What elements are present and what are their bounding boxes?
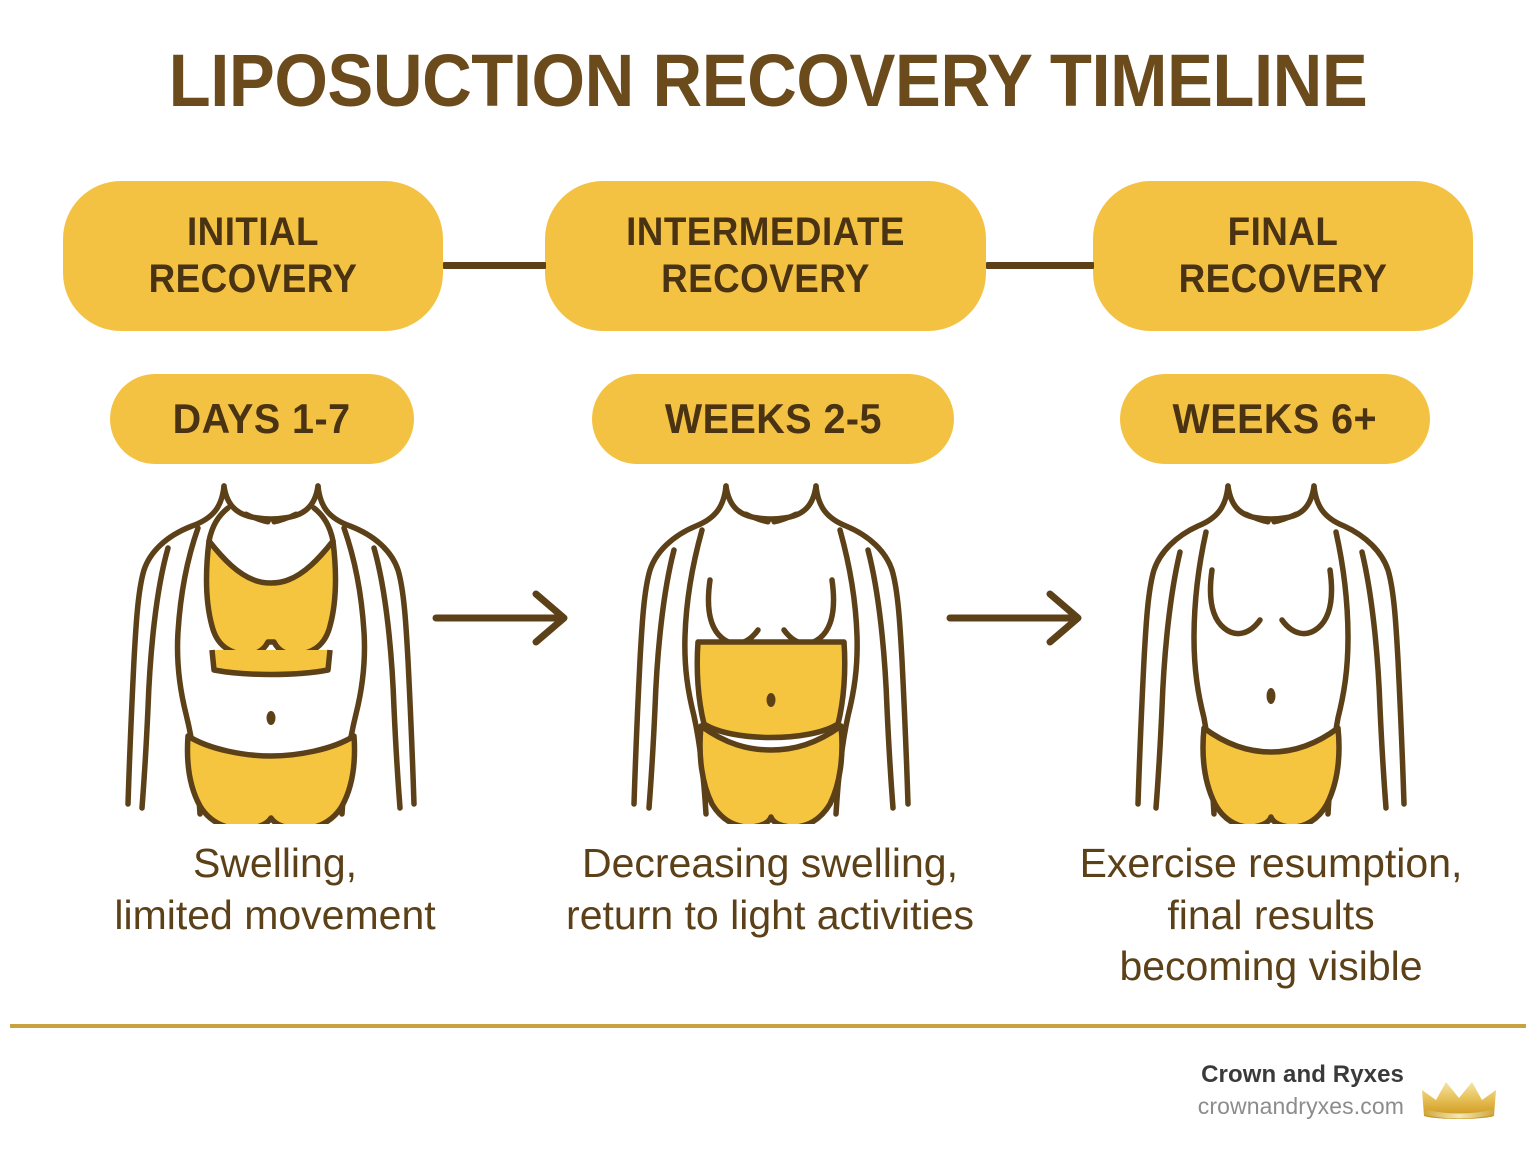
abdominal-compression-garment bbox=[694, 639, 848, 741]
duration-label-weeks-2-5: WEEKS 2-5 bbox=[664, 395, 882, 442]
crown-icon bbox=[1420, 1076, 1498, 1124]
compression-briefs-garment bbox=[184, 733, 358, 824]
female-torso-sports-bra-and-briefs-icon bbox=[106, 474, 436, 824]
phase-label-initial-recovery: INITIAL RECOVERY bbox=[148, 209, 358, 301]
female-torso-briefs-only-icon bbox=[1106, 474, 1436, 824]
duration-label-days-1-7: DAYS 1-7 bbox=[173, 395, 351, 442]
phase-label-intermediate-recovery: INTERMEDIATE RECOVERY bbox=[626, 209, 905, 301]
stage-caption-final-recovery: Exercise resumption, final results becom… bbox=[1079, 840, 1463, 990]
phase-label-final-recovery: FINAL RECOVERY bbox=[1178, 209, 1388, 301]
footer-divider bbox=[10, 1024, 1526, 1028]
brand-name: Crown and Ryxes bbox=[1201, 1061, 1404, 1088]
compression-bra-garment bbox=[203, 538, 339, 658]
duration-pill-weeks-2-5[interactable]: WEEKS 2-5 bbox=[592, 374, 954, 464]
duration-pill-weeks-6-plus[interactable]: WEEKS 6+ bbox=[1120, 374, 1430, 464]
stage-caption-initial-recovery: Swelling, limited movement bbox=[114, 840, 436, 938]
phase-pill-initial-recovery[interactable]: INITIAL RECOVERY bbox=[63, 181, 443, 331]
connector-initial-to-intermediate bbox=[443, 262, 546, 269]
compression-briefs-garment bbox=[1200, 725, 1342, 824]
brand-url[interactable]: crownandryxes.com bbox=[1197, 1093, 1404, 1120]
compression-briefs-garment bbox=[697, 723, 845, 824]
progress-arrow-stage-2-to-3 bbox=[944, 588, 1094, 648]
phase-pill-final-recovery[interactable]: FINAL RECOVERY bbox=[1093, 181, 1473, 331]
progress-arrow-stage-1-to-2 bbox=[430, 588, 580, 648]
phase-pill-intermediate-recovery[interactable]: INTERMEDIATE RECOVERY bbox=[545, 181, 986, 331]
stage-caption-intermediate-recovery: Decreasing swelling, return to light act… bbox=[566, 840, 974, 938]
female-torso-abdominal-compression-garment-icon bbox=[606, 474, 936, 824]
page-title: LIPOSUCTION RECOVERY TIMELINE bbox=[168, 39, 1368, 122]
duration-label-weeks-6-plus: WEEKS 6+ bbox=[1172, 395, 1378, 442]
footer-brand: Crown and Ryxes crownandryxes.com bbox=[1198, 1060, 1404, 1120]
connector-intermediate-to-final bbox=[986, 262, 1094, 269]
duration-pill-days-1-7[interactable]: DAYS 1-7 bbox=[110, 374, 414, 464]
